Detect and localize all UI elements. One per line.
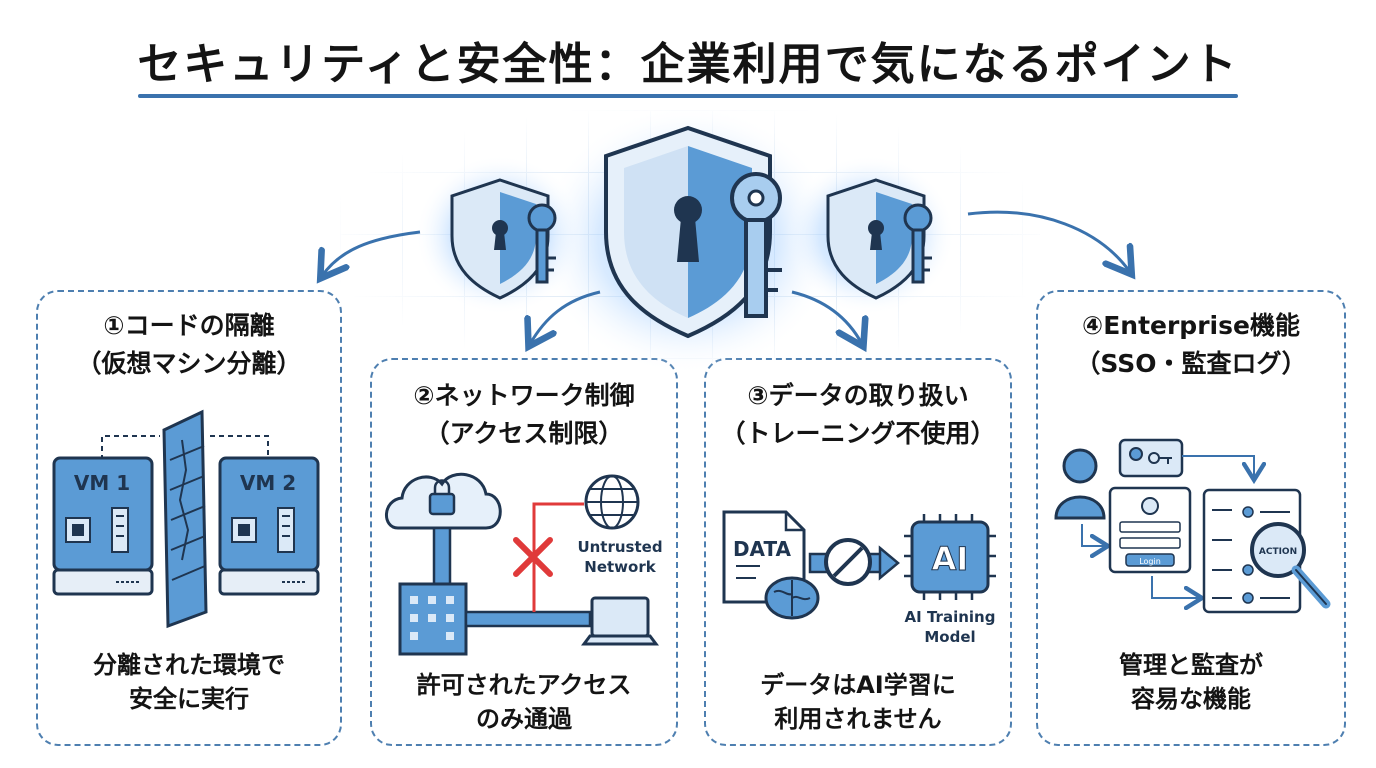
card-subtitle: （トレーニング不使用）: [720, 419, 996, 448]
untrusted-label: Untrusted: [577, 538, 662, 556]
card-caption: データはAI学習に 利用されません: [706, 668, 1010, 736]
caption-line: 管理と監査が: [1119, 651, 1263, 679]
laptop-icon: [581, 596, 659, 646]
caption-line: 分離された環境で: [93, 651, 285, 679]
caption-line: のみ通過: [476, 705, 572, 733]
arrow-to-card2: [530, 290, 601, 344]
caption-line: 安全に実行: [129, 685, 249, 713]
flow-line: [1081, 524, 1106, 546]
globe-icon: [584, 474, 640, 530]
key-icon-center: [730, 172, 782, 318]
blocked-connection-line: [532, 502, 584, 612]
card-subtitle: （仮想マシン分離）: [76, 349, 302, 378]
ai-label: AI: [932, 540, 969, 578]
arrow-to-card1: [322, 230, 421, 276]
caption-line: 容易な機能: [1131, 685, 1251, 713]
card-title: ④Enterprise機能: [1082, 311, 1300, 340]
ai-training-label: AI Training: [905, 608, 996, 626]
credential-badge-icon: [1118, 438, 1184, 478]
card-caption: 管理と監査が 容易な機能: [1038, 648, 1344, 716]
card-title: ③データの取り扱い: [747, 381, 969, 410]
caption-line: 利用されません: [774, 705, 942, 733]
user-icon: [1054, 448, 1106, 520]
caption-line: データはAI学習に: [760, 671, 956, 699]
building-icon: [398, 582, 468, 656]
vm2-label: VM 2: [240, 471, 296, 495]
vm2-server-icon: [218, 456, 320, 596]
vm1-server-icon: [52, 456, 154, 596]
allowed-pipe: [464, 610, 592, 628]
firewall-icon: [162, 409, 208, 629]
shield-lock-icon-left: [450, 178, 550, 300]
flow-line: [1151, 576, 1200, 598]
login-form-icon: [1108, 486, 1192, 574]
cloud-pipe: [432, 526, 452, 586]
key-icon-left: [527, 203, 557, 284]
flow-line: [1182, 455, 1254, 478]
ai-chip-icon: [904, 514, 996, 600]
shield-lock-icon-right: [826, 178, 926, 300]
blocked-x-icon: [513, 537, 553, 577]
magnifier-icon: [1250, 522, 1331, 609]
vm1-label: VM 1: [74, 471, 130, 495]
card-caption: 許可されたアクセス のみ通過: [372, 668, 676, 736]
page-title: セキュリティと安全性：企業利用で気になるポイント: [137, 39, 1239, 90]
card-title: ①コードの隔離: [103, 311, 275, 340]
card-subtitle: （SSO・監査ログ）: [1075, 349, 1307, 378]
cloud-lock-icon: [385, 472, 502, 530]
title-underline: [138, 94, 1238, 98]
card-title: ②ネットワーク制御: [413, 381, 635, 410]
action-label: ACTION: [1259, 547, 1297, 557]
model-label: Model: [924, 628, 975, 646]
vm-link-line: [101, 435, 269, 460]
key-icon-right: [903, 203, 933, 284]
no-entry-icon: [824, 538, 872, 586]
arrow-to-card3: [791, 290, 862, 344]
arrow-to-card4: [967, 210, 1130, 272]
brain-icon: [764, 576, 820, 620]
card-caption: 分離された環境で 安全に実行: [38, 648, 340, 716]
login-button-label: Login: [1139, 557, 1161, 566]
network-label: Network: [584, 558, 656, 576]
card-subtitle: （アクセス制限）: [424, 419, 624, 448]
data-label: DATA: [733, 537, 792, 561]
caption-line: 許可されたアクセス: [416, 671, 632, 699]
